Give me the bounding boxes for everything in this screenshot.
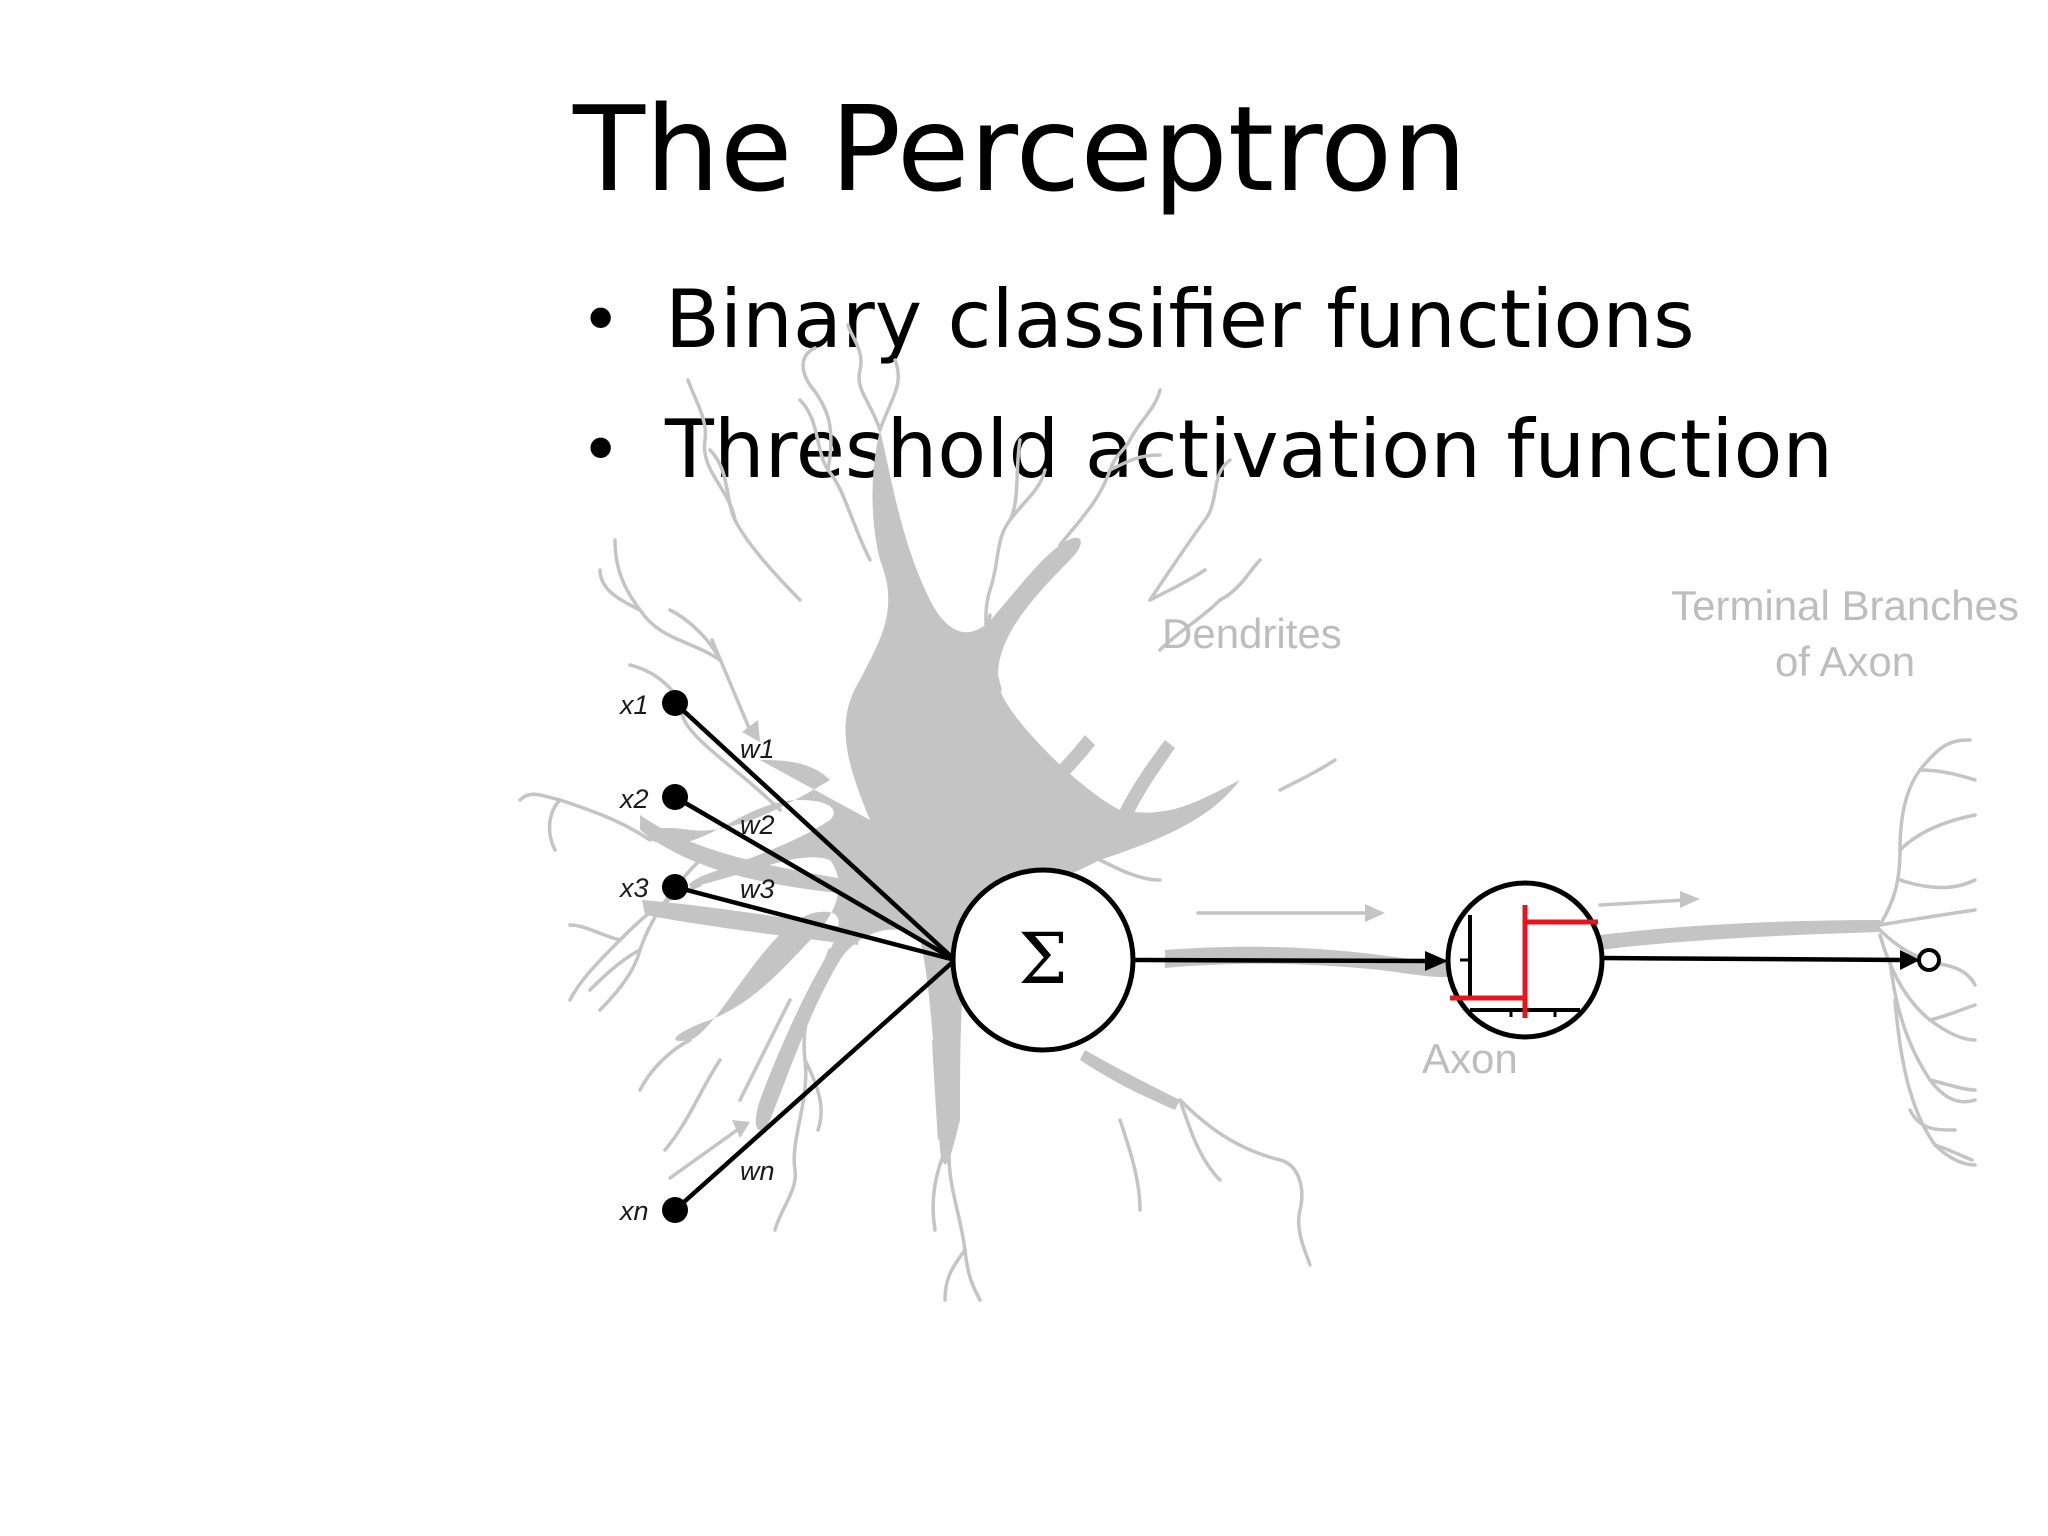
weight-label-wn: wn — [740, 1156, 775, 1186]
bullet-dot: • — [580, 409, 622, 491]
summation-node-icon: Σ — [950, 867, 1136, 1053]
axon-shaft — [1600, 920, 1880, 950]
input-line-x1 — [672, 700, 958, 963]
dendrite-trunk — [1080, 1050, 1180, 1110]
input-line-x3 — [672, 884, 958, 963]
weighted-input-lines — [672, 700, 958, 1213]
input-label-x2: x2 — [618, 784, 649, 814]
bullet-item: • Binary classifier functions — [580, 255, 1833, 385]
dendrite-trunk — [642, 900, 860, 945]
bullet-text: Binary classifier functions — [665, 273, 1695, 366]
input-node-x2 — [662, 784, 688, 810]
input-line-xn — [672, 957, 958, 1213]
dendrite-trunk — [1110, 740, 1175, 845]
dendrite-trunk — [932, 1040, 950, 1140]
input-label-x1: x1 — [618, 690, 649, 720]
input-node-x3 — [662, 874, 688, 900]
summation-symbol: Σ — [1018, 918, 1068, 1000]
bullet-dot: • — [580, 279, 622, 361]
threshold-to-output-arrow — [1601, 950, 1920, 970]
neuron-soma — [647, 430, 1240, 1165]
input-label-xn: xn — [618, 1196, 649, 1226]
terminal-branches-label: Terminal Branches — [1671, 582, 2019, 629]
dendrites-label: Dendrites — [1162, 610, 1342, 657]
terminal-branches-label-line2: of Axon — [1775, 638, 1915, 685]
input-node-xn — [662, 1197, 688, 1223]
input-label-x3: x3 — [618, 873, 649, 903]
weight-label-w3: w3 — [740, 874, 775, 904]
bullet-item: • Threshold activation function — [580, 385, 1833, 515]
axon-label: Axon — [1422, 1035, 1518, 1082]
bullet-text: Threshold activation function — [665, 403, 1834, 496]
signal-flow-arrows — [668, 613, 1700, 1180]
step-function-icon — [1445, 880, 1605, 1040]
dendrite-branches — [518, 323, 1337, 1302]
input-node-x1 — [662, 690, 688, 716]
output-node-icon — [1917, 948, 1941, 972]
weight-label-w1: w1 — [740, 734, 775, 764]
slide-title-text: The Perceptron — [573, 80, 1467, 218]
dendrite-trunk — [640, 815, 855, 895]
bullet-list: • Binary classifier functions • Threshold … — [580, 255, 1833, 515]
slide-title: The Perceptron — [0, 80, 2048, 218]
dendrite-trunk — [970, 735, 1095, 850]
sum-to-threshold-arrow — [1132, 951, 1448, 971]
weight-label-w2: w2 — [740, 810, 775, 840]
input-line-x2 — [672, 794, 958, 963]
